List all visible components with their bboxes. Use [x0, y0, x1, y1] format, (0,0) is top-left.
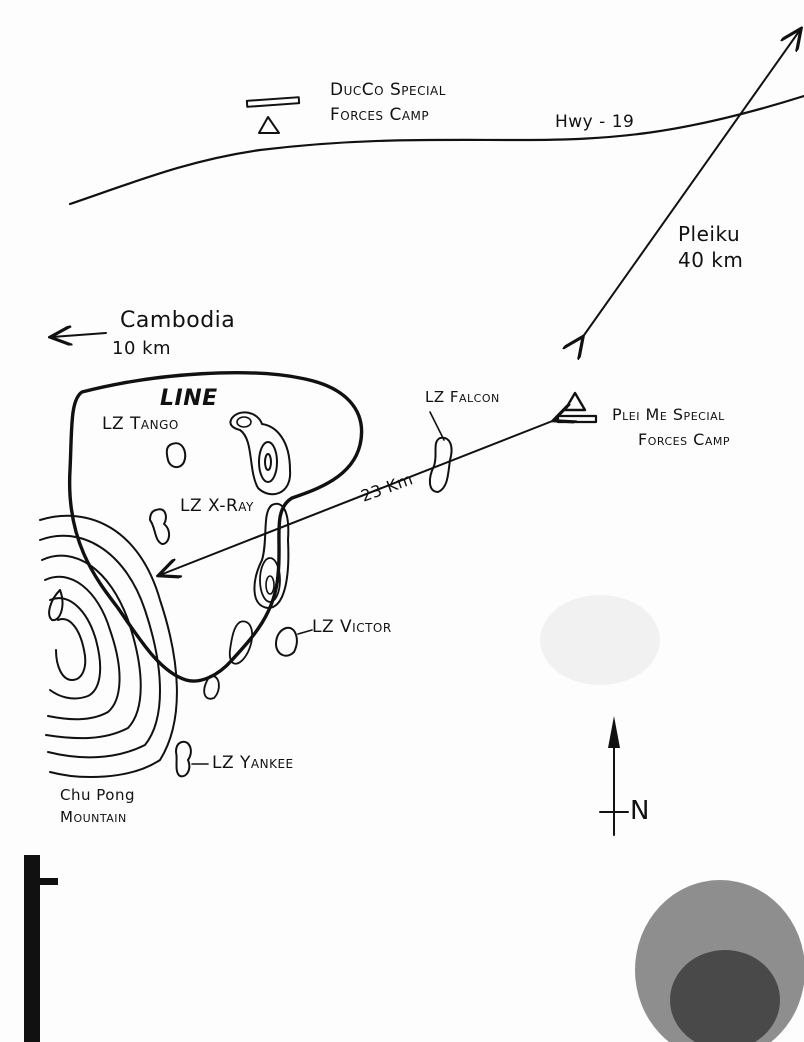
scan-edge-mark: [30, 878, 58, 885]
ducco-camp-airstrip: [245, 96, 301, 108]
lz-xray-marker: [149, 508, 170, 545]
lz-victor-label: LZ Victor: [312, 617, 392, 637]
lz-victor-leader: [297, 629, 313, 635]
ridge-contour: [265, 575, 275, 595]
lz-yankee-marker: [175, 740, 192, 778]
cambodia-distance: 10 km: [112, 338, 172, 359]
lz-tango-marker: [165, 442, 187, 468]
scan-smudge: [670, 950, 780, 1042]
ducco-camp-triangle-icon: [258, 116, 280, 134]
lz-falcon-leader: [429, 411, 445, 441]
pleime-camp-triangle-icon: [563, 391, 587, 412]
ducco-camp-label-line2: Forces Camp: [330, 105, 430, 125]
lz-falcon-label: LZ Falcon: [425, 388, 500, 406]
pleiku-direction-arrow: [582, 30, 800, 338]
boundary-label: LINE: [160, 386, 218, 411]
north-label: N: [630, 796, 650, 826]
pleime-camp-label-line1: Plei Me Special: [612, 405, 725, 424]
hill-contour: [258, 441, 278, 483]
cambodia-label: Cambodia: [120, 308, 236, 333]
highway-label: Hwy - 19: [555, 112, 635, 132]
cambodia-direction-arrow: [52, 333, 107, 337]
lz-yankee-label: LZ Yankee: [212, 753, 294, 773]
north-arrow-head: [608, 716, 620, 748]
ridge-contour: [228, 620, 254, 665]
pleime-camp-airstrip: [556, 414, 598, 424]
lz-xray-label: LZ X-Ray: [180, 496, 254, 516]
lz-victor-marker: [275, 626, 298, 657]
lz-tango-label: LZ Tango: [102, 414, 179, 434]
pleime-camp-label-line2: Forces Camp: [638, 430, 730, 449]
hill-contour: [236, 416, 252, 428]
scan-smudge: [540, 595, 660, 685]
highway-19-road: [68, 94, 804, 206]
hill-contour: [264, 453, 272, 471]
chu-pong-mountain-contours: [39, 514, 178, 778]
scan-edge-mark: [24, 855, 40, 1042]
mountain-label-line1: Chu Pong: [60, 786, 135, 804]
pleiku-distance: 40 km: [678, 248, 744, 272]
ridge-contour: [203, 675, 220, 700]
mountain-label-line2: Mountain: [60, 808, 127, 826]
ducco-camp-label-line1: DucCo Special: [330, 80, 446, 100]
distance-arrow-23km: [160, 420, 555, 575]
pleiku-label: Pleiku: [678, 222, 741, 246]
